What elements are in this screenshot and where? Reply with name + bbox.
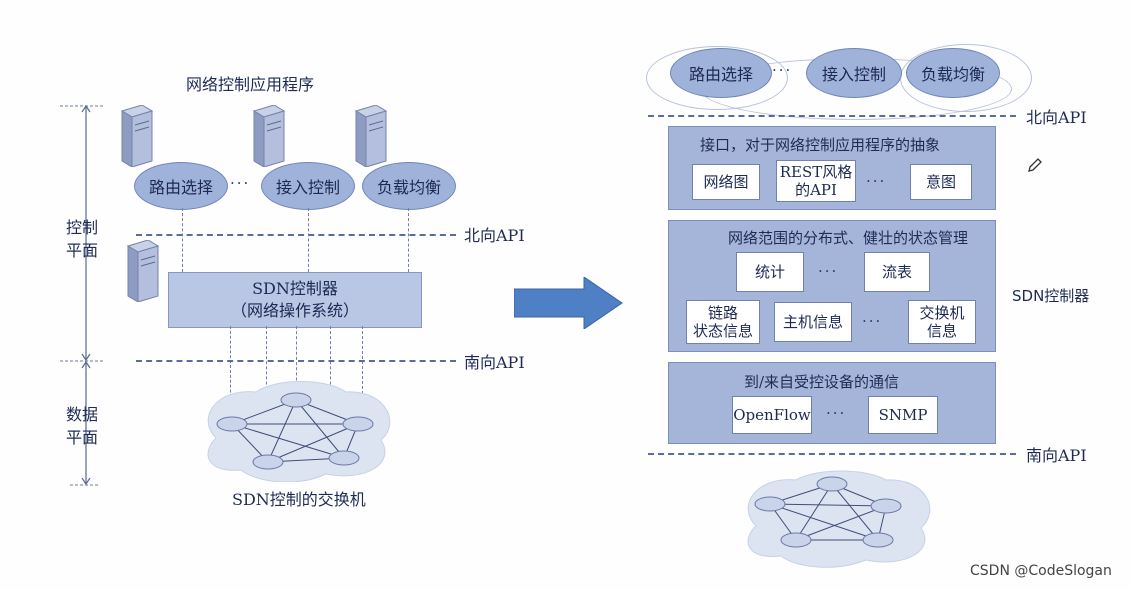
device-communication-title: 到/来自受控设备的通信 — [744, 373, 900, 391]
server-icon — [120, 105, 154, 167]
state-management-title: 网络范围的分布式、健壮的状态管理 — [728, 229, 969, 247]
intent-label: 意图 — [925, 173, 956, 191]
load-balance-app: 负载均衡 — [362, 162, 456, 210]
routing-app: 路由选择 — [134, 162, 228, 210]
pencil-icon — [1028, 158, 1042, 172]
snmp-box: SNMP — [868, 396, 938, 434]
access-control-app: 接入控制 — [806, 48, 902, 98]
server-icon — [354, 105, 388, 167]
load-balance-app: 负载均衡 — [906, 48, 1000, 98]
snmp-label: SNMP — [878, 406, 928, 424]
controller-title: SDN控制器 — [252, 279, 338, 298]
data-plane-label-1: 数据 — [66, 405, 99, 424]
controller-subtitle: （网络操作系统） — [230, 301, 359, 320]
app-title: 网络控制应用程序 — [186, 75, 315, 94]
switch-network-icon — [207, 381, 391, 482]
link-state-label-1: 链路 — [707, 304, 738, 322]
southbound-label: 南向API — [464, 353, 525, 372]
apps-ellipsis: ··· — [772, 61, 793, 79]
connector — [308, 208, 309, 272]
watermark: CSDN @CodeSlogan — [970, 563, 1112, 579]
rest-api-label-1: REST风格 — [779, 163, 853, 181]
abstraction-title: 接口，对于网络控制应用程序的抽象 — [700, 136, 941, 154]
northbound-line — [136, 234, 456, 236]
sdn-controller: SDN控制器 （网络操作系统） — [168, 272, 422, 328]
ellipsis: ··· — [818, 262, 839, 280]
openflow-box: OpenFlow — [732, 396, 812, 434]
connector — [230, 326, 231, 412]
ellipsis: ··· — [862, 312, 883, 330]
northbound-line — [648, 115, 1016, 117]
network-graph-label: 网络图 — [703, 173, 749, 191]
server-icon — [126, 240, 160, 302]
connector — [362, 326, 363, 414]
switch-caption: SDN控制的交换机 — [232, 490, 366, 509]
server-icon — [252, 105, 286, 167]
data-plane-label-2: 平面 — [66, 428, 99, 447]
rest-api-label-2: 的API — [795, 181, 837, 199]
control-plane-label-1: 控制 — [66, 218, 99, 237]
flow-table-label: 流表 — [881, 263, 912, 281]
connector — [182, 208, 183, 272]
statistics-box: 统计 — [736, 252, 804, 292]
host-info-box: 主机信息 — [774, 302, 852, 342]
southbound-line — [136, 360, 456, 362]
switch-info-label-1: 交换机 — [919, 304, 965, 322]
southbound-line — [648, 453, 1016, 455]
routing-app: 路由选择 — [670, 48, 772, 98]
ellipsis: ··· — [866, 172, 887, 190]
switch-info-label-2: 信息 — [926, 322, 957, 340]
northbound-label: 北向API — [1026, 108, 1087, 127]
northbound-label: 北向API — [464, 226, 525, 245]
intent-box: 意图 — [910, 164, 972, 200]
switch-network-icon — [747, 470, 931, 568]
connector — [408, 208, 409, 272]
switch-info-box: 交换机 信息 — [908, 300, 976, 344]
access-control-app: 接入控制 — [261, 162, 355, 210]
host-info-label: 主机信息 — [782, 313, 843, 331]
ellipsis: ··· — [826, 404, 847, 422]
control-plane-label-2: 平面 — [66, 241, 99, 260]
openflow-label: OpenFlow — [733, 406, 811, 424]
device-communication-layer — [668, 362, 996, 444]
apps-ellipsis: ··· — [230, 174, 251, 192]
plane-scale — [60, 104, 105, 486]
link-state-label-2: 状态信息 — [692, 322, 753, 340]
rest-api-box: REST风格 的API — [776, 160, 856, 202]
flow-table-box: 流表 — [864, 252, 930, 292]
transform-arrow-icon — [514, 277, 623, 329]
statistics-label: 统计 — [754, 263, 785, 281]
link-state-box: 链路 状态信息 — [686, 300, 760, 344]
sdn-controller-label: SDN控制器 — [1012, 287, 1090, 305]
southbound-label: 南向API — [1026, 446, 1087, 465]
network-graph-box: 网络图 — [692, 164, 760, 200]
